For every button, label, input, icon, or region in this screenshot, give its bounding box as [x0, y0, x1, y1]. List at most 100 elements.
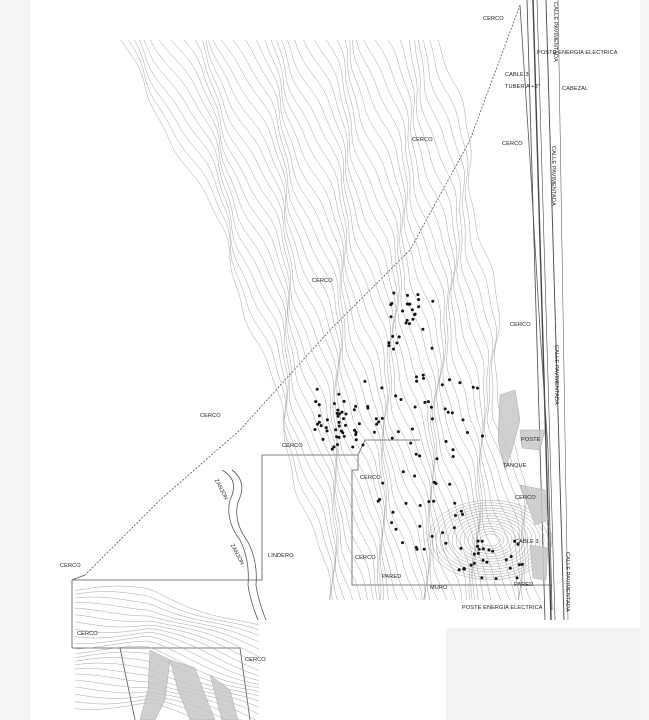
- tree-marker: [411, 317, 415, 321]
- contour-line: [479, 533, 501, 547]
- tree-marker: [481, 434, 484, 438]
- tree-marker: [352, 408, 356, 412]
- contour-line: [294, 39, 448, 601]
- tree-marker: [391, 510, 395, 514]
- tree-marker: [377, 420, 381, 424]
- tree-marker: [332, 402, 336, 406]
- tree-marker: [366, 406, 370, 410]
- tree-marker: [344, 423, 347, 427]
- contour-lines: [74, 39, 553, 720]
- tree-marker: [418, 504, 422, 507]
- tree-marker: [461, 418, 465, 422]
- tree-marker: [392, 347, 395, 351]
- label-poste: POSTE: [521, 437, 541, 443]
- tree-marker: [316, 422, 319, 426]
- property-boundary: [71, 4, 553, 720]
- tree-marker: [392, 291, 396, 295]
- contour-line: [400, 39, 517, 601]
- tree-marker: [508, 566, 512, 570]
- tree-marker: [444, 541, 448, 545]
- contour-line: [74, 591, 260, 630]
- tree-marker: [481, 558, 485, 562]
- label-cerco-2: CERCO: [502, 141, 523, 147]
- contour-line: [170, 39, 368, 601]
- tree-marker: [421, 327, 425, 331]
- tree-marker: [415, 547, 419, 551]
- contour-line: [418, 39, 522, 601]
- tree-marker: [430, 534, 434, 538]
- tree-marker: [342, 434, 346, 438]
- label-calle-pavimentada-2: CALLE PAVIMENTADA: [553, 345, 559, 405]
- contour-line: [281, 39, 431, 601]
- tree-marker: [417, 305, 421, 309]
- contour-line: [270, 39, 428, 601]
- contour-line: [439, 507, 541, 573]
- tree-marker: [387, 341, 391, 345]
- contour-line: [475, 531, 505, 549]
- contour-line: [427, 499, 553, 581]
- tree-marker: [427, 500, 431, 504]
- contour-line: [447, 512, 533, 568]
- contour-line: [303, 39, 456, 601]
- tree-marker: [404, 321, 408, 325]
- tree-marker: [339, 429, 343, 433]
- tree-marker: [415, 375, 418, 379]
- contour-line: [429, 39, 531, 601]
- tree-marker: [494, 577, 498, 581]
- contour-line: [256, 39, 423, 601]
- tree-marker: [491, 549, 495, 553]
- tree-marker: [452, 526, 456, 530]
- contour-line: [183, 39, 374, 601]
- tree-marker: [422, 547, 426, 551]
- tree-marker: [477, 547, 481, 551]
- contour-line: [74, 628, 260, 671]
- tree-marker: [381, 481, 385, 485]
- contour-line: [74, 699, 212, 720]
- tree-marker: [394, 394, 398, 398]
- contour-line: [455, 518, 525, 562]
- tree-marker: [418, 524, 422, 528]
- tree-marker: [472, 552, 476, 556]
- tree-marker: [401, 470, 405, 474]
- tree-marker: [504, 558, 508, 562]
- label-pared-1: PARED: [382, 574, 402, 580]
- contour-line: [74, 631, 260, 677]
- contour-line: [139, 39, 338, 601]
- label-cerco-11: CERCO: [77, 631, 98, 637]
- contour-line: [264, 39, 426, 601]
- label-cabezal: CABEZAL: [562, 86, 589, 92]
- contour-line: [134, 39, 335, 601]
- tree-marker: [485, 560, 489, 564]
- tree-marker: [448, 482, 452, 486]
- contour-line: [74, 640, 260, 685]
- tree-marker: [391, 334, 395, 338]
- tree-marker: [429, 405, 433, 409]
- tree-marker: [396, 430, 400, 434]
- tree-marker: [432, 499, 436, 503]
- tree-marker: [401, 541, 404, 545]
- tree-marker: [340, 410, 344, 414]
- contour-line: [459, 520, 521, 560]
- contour-line: [431, 502, 549, 578]
- tree-marker: [406, 293, 409, 297]
- contour-line: [363, 39, 492, 601]
- contour-line: [232, 39, 409, 601]
- contour-line: [345, 39, 473, 601]
- label-cerco-10: CERCO: [60, 563, 81, 569]
- tree-marker: [451, 448, 455, 452]
- label-cerco-top: CERCO: [483, 16, 504, 22]
- tree-marker: [375, 422, 379, 426]
- label-cerco-12: CERCO: [245, 657, 266, 663]
- label-tanque: TANQUE: [503, 463, 527, 469]
- tree-marker: [354, 438, 358, 442]
- contour-line: [120, 39, 331, 601]
- tree-marker: [459, 546, 463, 550]
- tree-marker: [431, 299, 435, 303]
- contour-line: [143, 39, 345, 601]
- tree-marker: [354, 404, 358, 408]
- tree-marker: [317, 414, 321, 418]
- tree-marker: [435, 457, 439, 461]
- tree-marker: [342, 399, 346, 403]
- tree-marker: [337, 435, 341, 439]
